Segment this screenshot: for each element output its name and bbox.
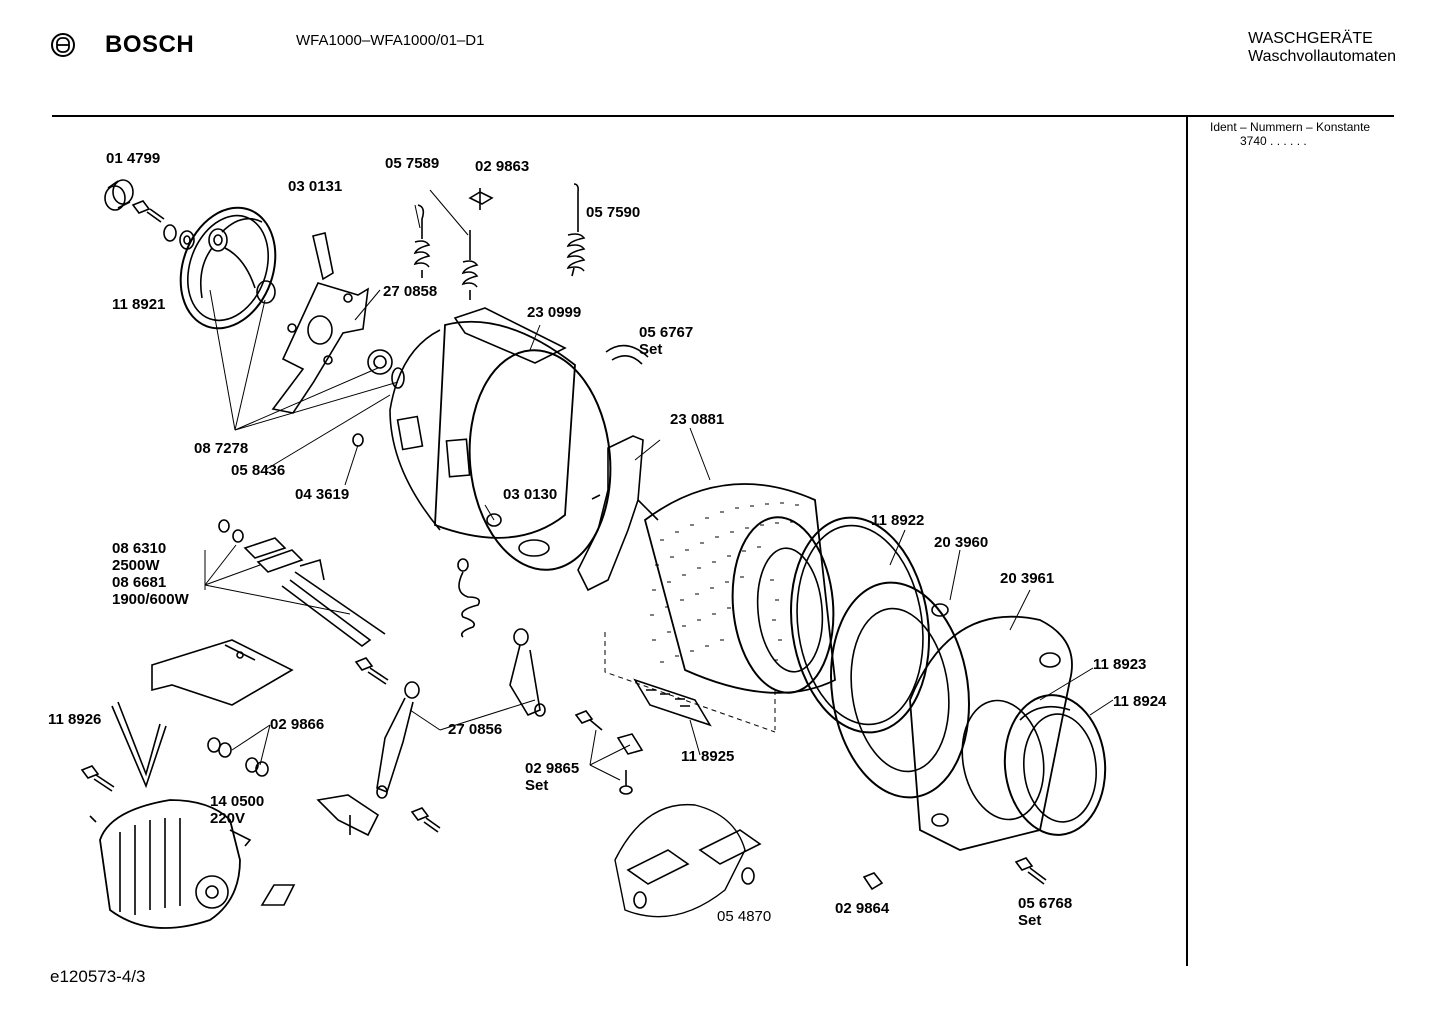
part-rating-alt: 1900/600W [112,591,189,608]
ident-label: Ident – Nummern – Konstante [1210,120,1371,134]
shock-absorber-1 [509,628,546,717]
part-number: 02 9865 [525,760,580,777]
part-suffix: Set [1018,912,1042,929]
housing-bolt [1014,857,1047,885]
part-label-20-3961: 20 3961 [1000,570,1055,587]
door-seal [1003,694,1107,836]
part-number: 14 0500 [210,793,265,810]
part-label-02-9866: 02 9866 [270,716,325,733]
part-label-05-6768: 05 6768 Set [1018,895,1072,929]
bushings [207,737,269,777]
part-label-05-8436: 05 8436 [231,462,286,479]
motor-bracket [260,884,296,906]
part-label-05-6767: 05 6767 Set [639,324,693,358]
shock-absorber-2 [376,681,420,799]
screw [410,807,441,833]
cover-plate [151,639,294,706]
part-number: 05 6768 [1018,895,1073,912]
category-title: WASCHGERÄTE Waschvollautomaten [1248,30,1396,66]
part-label-02-9865: 02 9865 Set [525,760,579,794]
seal-ring [790,516,930,734]
part-number: 05 6767 [639,324,694,341]
front-housing [909,615,1073,851]
part-label-27-0856: 27 0856 [448,721,503,738]
housing-label-plate [633,678,712,727]
part-label-11-8925: 11 8925 [681,748,735,765]
ident-block: Ident – Nummern – Konstante 3740 . . . .… [1210,120,1370,148]
tub-seal-parts [352,349,405,447]
part-label-02-9863: 02 9863 [475,158,530,175]
heater-element [218,519,386,647]
part-label-11-8921: 11 8921 [112,296,166,313]
bearing-sleeve [104,179,134,211]
part-label-05-7589: 05 7589 [385,155,440,172]
part-label-01-4799: 01 4799 [106,150,161,167]
part-label-05-7590: 05 7590 [586,204,641,221]
sidebar-divider [1186,116,1188,966]
ident-value: 3740 . . . . . . [1240,134,1307,148]
drum-spider [271,232,369,414]
part-voltage: 220V [210,810,246,827]
part-label-11-8924: 11 8924 [1113,693,1167,710]
belt [111,701,167,789]
header-rule [52,115,1394,117]
part-rating: 2500W [112,557,160,574]
category-line-1: WASCHGERÄTE [1248,30,1373,47]
part-label-11-8922: 11 8922 [871,512,925,529]
part-number-alt: 08 6681 [112,574,167,591]
pulley-bolt [131,200,195,250]
part-label-03-0130: 03 0130 [503,486,558,503]
part-label-23-0999: 23 0999 [527,304,582,321]
part-label-08-6310: 08 6310 2500W 08 6681 1900/600W [112,540,189,608]
drum-perforations [650,502,799,663]
motor [89,799,252,929]
part-label-11-8926: 11 8926 [48,711,102,728]
part-label-14-0500: 14 0500 220V [210,793,264,827]
exploded-parts-drawing [80,179,1114,929]
motor-mount-bolt [354,657,389,685]
valve-clamp [614,803,762,918]
outer-tub [389,307,612,571]
part-label-03-0131: 03 0131 [288,178,343,195]
inner-drum [643,483,836,694]
part-suffix: Set [525,777,549,794]
leader-lines [209,189,1114,781]
hose-spring [457,558,481,638]
part-label-02-9864: 02 9864 [835,900,890,917]
spring-middle [461,230,479,300]
belt-bolt [80,765,115,792]
model-number: WFA1000–WFA1000/01–D1 [296,32,485,49]
part-number: 08 6310 [112,540,167,557]
small-clip [468,188,494,210]
front-tub-ring [830,581,970,799]
drum-bracket [577,435,659,592]
document-id: e120573-4/3 [50,967,146,986]
part-label-08-7278: 08 7278 [194,440,249,457]
part-label-27-0858: 27 0858 [383,283,438,300]
part-label-20-3960: 20 3960 [934,534,989,551]
bosch-logo-icon [50,32,76,58]
spring-left [413,204,431,278]
clamp-ring [605,344,649,365]
part-label-05-4870: 05 4870 [717,908,772,925]
part-label-23-0881: 23 0881 [670,411,725,428]
drum-pulley [179,206,277,330]
part-suffix: Set [639,341,663,358]
mounting-bracket [316,794,380,837]
spring-right [566,183,586,277]
category-line-2: Waschvollautomaten [1248,48,1396,65]
screw-set [574,710,644,795]
small-clip-bottom [862,872,884,891]
dashed-panel-outline [604,632,776,733]
part-label-04-3619: 04 3619 [295,486,350,503]
brand-name: BOSCH [105,31,195,58]
part-label-11-8923: 11 8923 [1093,656,1147,673]
heater-leader-lines [204,544,351,615]
